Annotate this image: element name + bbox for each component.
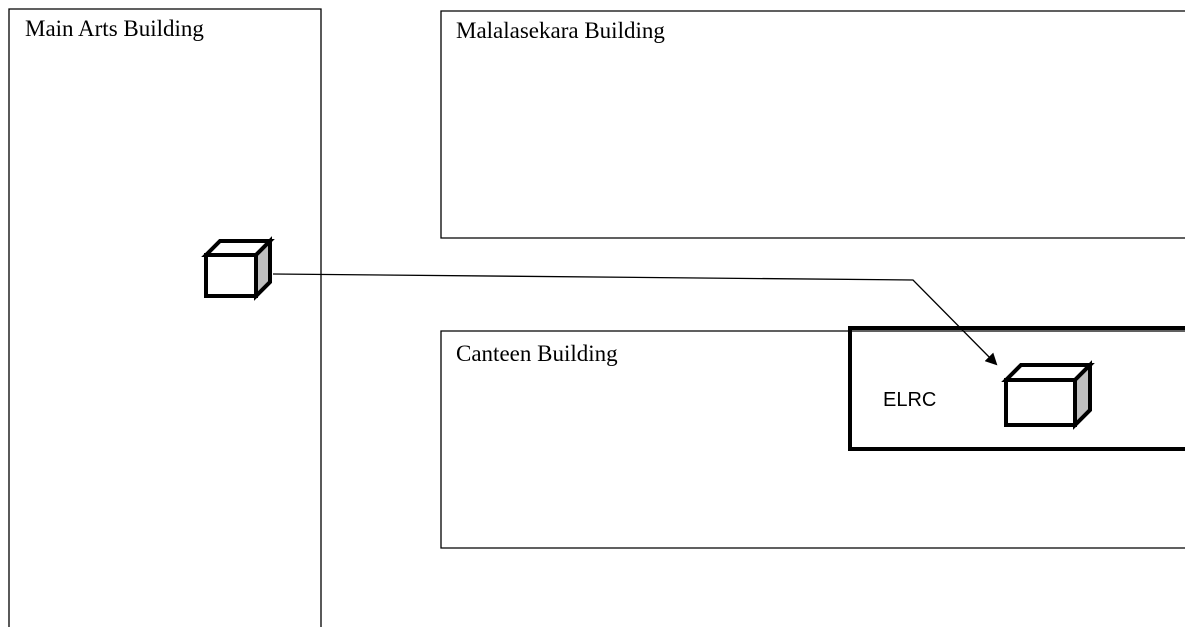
elrc-room: ELRC — [848, 326, 1185, 451]
main-arts-building-label: Main Arts Building — [25, 16, 204, 41]
box-icon — [201, 236, 275, 301]
canteen-building-label: Canteen Building — [456, 341, 618, 366]
canteen-building: Canteen Building — [440, 330, 1185, 549]
malalasekara-building-label: Malalasekara Building — [456, 18, 665, 43]
connection-arrow — [272, 273, 998, 366]
malalasekara-building: Malalasekara Building — [440, 10, 1185, 239]
main-arts-building: Main Arts Building — [8, 8, 322, 627]
elrc-label: ELRC — [883, 389, 936, 411]
box-icon — [1001, 360, 1095, 430]
